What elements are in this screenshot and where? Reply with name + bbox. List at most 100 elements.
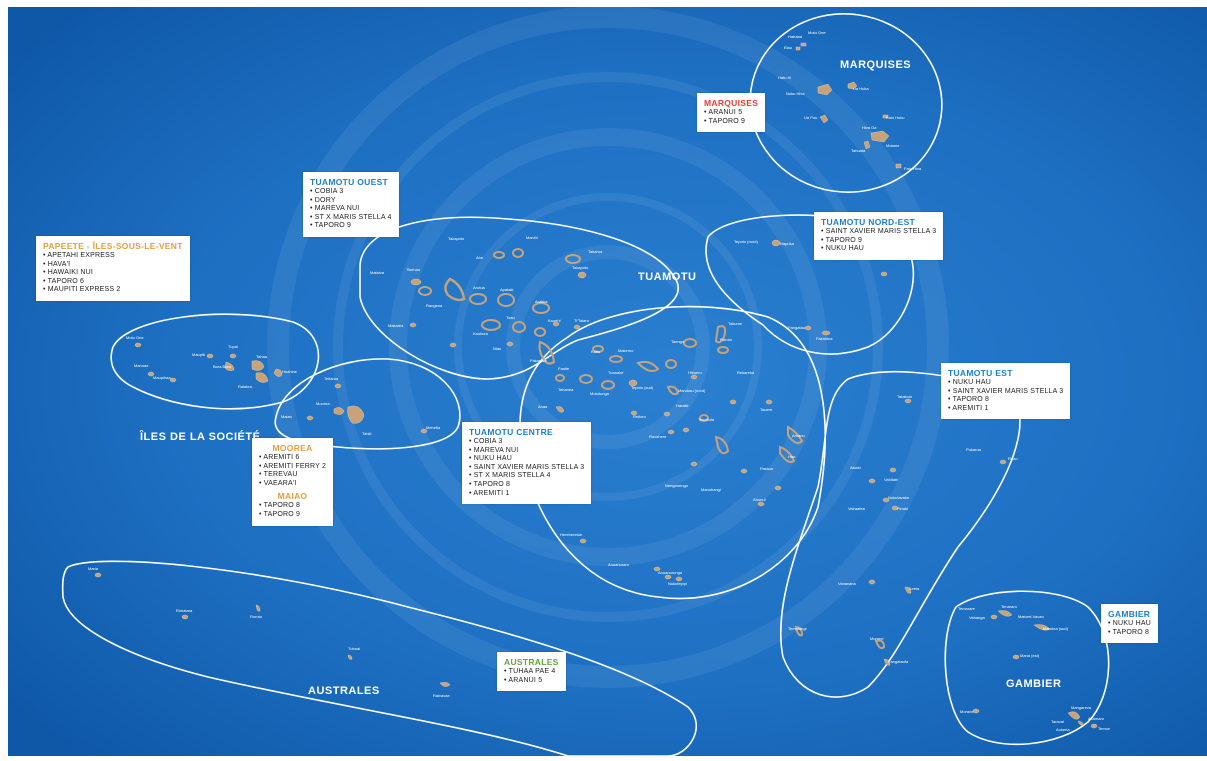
info-box-list: NUKU HAU TAPORO 8 <box>1108 620 1151 637</box>
island-label: Vanavana <box>838 581 856 586</box>
island-label: Motutunga <box>590 391 610 396</box>
island-shape <box>347 405 365 424</box>
island-label: Taravai <box>1051 719 1064 724</box>
island-label: Ahunui <box>753 497 766 502</box>
island-shape <box>512 248 524 258</box>
island-label: Ua Pou <box>804 115 817 120</box>
island-label: Fangataufa <box>888 659 909 664</box>
island-shape <box>609 355 623 363</box>
island-label: Anuanurunga <box>658 570 683 575</box>
island-label: Morane <box>870 636 884 641</box>
islands <box>94 42 1098 729</box>
ship-item: NUKU HAU <box>948 379 1063 388</box>
island-label: Mehetia <box>426 425 441 430</box>
gambier-outline <box>944 590 1110 746</box>
ship-item: NUKU HAU <box>821 245 936 254</box>
island-label: Toau <box>506 315 515 320</box>
island-label: Temarare <box>958 606 976 611</box>
island-shape <box>224 361 235 371</box>
island-label: Hao <box>788 454 796 459</box>
island-label: Hatutaa <box>788 34 803 39</box>
island-label: Ti'Taiaro <box>574 318 590 323</box>
info-box-title: MOOREA <box>272 443 313 453</box>
info-box-list: COBIA 3 DORY MAREVA NUI ST X MARIS STELL… <box>310 188 392 231</box>
island-shape <box>794 625 804 637</box>
info-box-list: SAINT XAVIER MARIS STELLA 3 TAPORO 9 NUK… <box>821 228 937 254</box>
island-label: Motu One <box>808 30 826 35</box>
island-label: Maupiti <box>192 352 205 357</box>
island-shape <box>819 114 829 124</box>
island-shape <box>690 374 698 380</box>
region-label-gambier: GAMBIER <box>1006 678 1061 690</box>
island-label: Tikehau <box>406 267 420 272</box>
island-label: Raiatea <box>238 384 253 389</box>
island-shape <box>800 42 807 47</box>
island-shape <box>675 576 683 582</box>
island-label: Motane <box>886 143 900 148</box>
info-box-title: GAMBIER <box>1108 609 1151 619</box>
island-label: Tenararo <box>1001 604 1018 609</box>
ship-item: HAVA'I <box>43 261 183 270</box>
island-label: Tahanea <box>558 387 574 392</box>
ship-item: ARANUI 5 <box>504 677 559 686</box>
island-label: Eiao <box>784 45 793 50</box>
info-box-subtitle: MAIAO <box>277 491 308 502</box>
island-label: Tahaa <box>256 354 268 359</box>
tuamotu-ouest-outline <box>359 216 680 380</box>
island-shape <box>717 346 729 354</box>
island-shape <box>882 497 890 503</box>
island-shape <box>181 614 189 620</box>
island-shape <box>497 293 515 307</box>
island-shape <box>636 360 660 372</box>
island-label: Reitoru <box>633 414 646 419</box>
island-shape <box>601 380 615 390</box>
island-shape <box>444 277 466 302</box>
info-box-list: NUKU HAU SAINT XAVIER MARIS STELLA 3 TAP… <box>948 379 1063 413</box>
island-shape <box>889 467 897 473</box>
island-shape <box>147 371 155 377</box>
island-shape <box>771 239 781 247</box>
island-shape <box>817 83 833 96</box>
island-label: Tatakoto <box>897 394 913 399</box>
island-shape <box>449 342 457 348</box>
island-shape <box>665 359 677 369</box>
info-box-list: APETAHI EXPRESS HAVA'I HAWAIKI NUI TAPOR… <box>43 252 183 295</box>
island-label: Paraoa <box>760 466 774 471</box>
island-shape <box>532 302 550 314</box>
info-box-title: TUAMOTU EST <box>948 368 1013 378</box>
island-shape <box>863 140 871 150</box>
island-shape <box>1067 711 1081 720</box>
info-box-title: TUAMOTU NORD-EST <box>821 217 916 227</box>
info-box-moorea: MOOREA AREMITI 6 AREMITI FERRY 2 TEREVAU… <box>252 438 334 526</box>
ship-item: MAREVA NUI <box>469 447 584 456</box>
island-label: Morane <box>960 709 974 714</box>
island-label: Tepoto (nord) <box>734 239 758 244</box>
region-label-tuamotu: TUAMOTU <box>638 271 697 283</box>
ship-item: TAPORO 8 <box>469 481 584 490</box>
ship-item: MAUPITI EXPRESS 2 <box>43 286 183 295</box>
island-shape <box>714 435 730 455</box>
ship-item: TEREVAU <box>259 471 326 480</box>
island-label: Maiao <box>281 414 293 419</box>
island-label: Fakarava <box>530 358 547 363</box>
island-shape <box>740 468 748 474</box>
island-shape <box>579 538 587 544</box>
ship-item: SAINT XAVIER MARIS STELLA 3 <box>469 464 584 473</box>
island-label: Ravahere <box>649 434 667 439</box>
island-shape <box>512 321 526 333</box>
island-shape <box>847 81 858 90</box>
island-label: Temoe <box>1098 726 1111 731</box>
island-shape <box>653 566 661 572</box>
island-label: Aratika <box>535 299 548 304</box>
info-box-australes: AUSTRALES TUHAA PAE 4 ARANUI 5 <box>497 652 566 692</box>
island-shape <box>682 427 690 433</box>
ship-item: AREMITI FERRY 2 <box>259 463 326 472</box>
island-shape <box>757 501 765 507</box>
island-label: Rangiroa <box>426 303 443 308</box>
island-label: Takapoto <box>572 265 589 270</box>
info-box-list: AREMITI 6 AREMITI FERRY 2 TEREVAU VAEARA… <box>259 454 326 488</box>
island-label: Tauere <box>760 407 773 412</box>
ship-item: TAPORO 6 <box>43 278 183 287</box>
ship-item: SAINT XAVIER MARIS STELLA 3 <box>948 388 1063 397</box>
island-shape <box>699 414 709 422</box>
